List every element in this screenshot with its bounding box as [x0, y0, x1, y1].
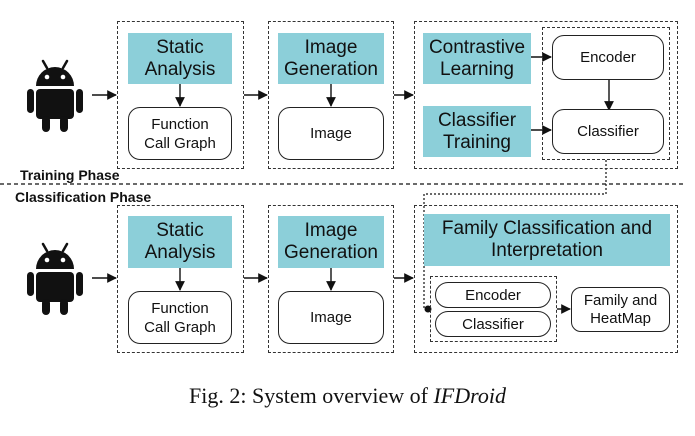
model-transfer-dot: [424, 305, 432, 313]
model-group-train: [542, 27, 670, 160]
static-analysis-group-class: [117, 205, 244, 353]
call-graph-box-train: Function Call Graph: [128, 107, 232, 160]
image-box-train: Image: [278, 107, 384, 160]
classifier-training-box: Classifier Training: [423, 106, 531, 157]
classifier-box-class: Classifier: [435, 311, 551, 337]
encoder-box-train: Encoder: [552, 35, 664, 80]
static-analysis-box-class: Static Analysis: [128, 216, 232, 268]
call-graph-box-class: Function Call Graph: [128, 291, 232, 344]
android-icon: [27, 242, 83, 315]
static-analysis-box-train: Static Analysis: [128, 33, 232, 84]
static-analysis-group-train: [117, 21, 244, 169]
contrastive-learning-box: Contrastive Learning: [423, 33, 531, 84]
family-heatmap-output-box: Family and HeatMap: [571, 287, 670, 332]
classification-phase-label: Classification Phase: [15, 189, 152, 205]
android-icon: [27, 59, 83, 132]
caption-prefix: Fig. 2: System overview of: [189, 383, 434, 408]
training-phase-label: Training Phase: [20, 167, 120, 183]
classifier-box-train: Classifier: [552, 109, 664, 154]
caption-system-name: IFDroid: [433, 383, 506, 408]
image-generation-group-train: [268, 21, 394, 169]
encoder-box-class: Encoder: [435, 282, 551, 308]
image-box-class: Image: [278, 291, 384, 344]
image-generation-box-class: Image Generation: [278, 216, 384, 268]
model-training-group: [414, 21, 678, 169]
image-generation-group-class: [268, 205, 394, 353]
image-generation-box-train: Image Generation: [278, 33, 384, 84]
figure-caption: Fig. 2: System overview of IFDroid: [0, 383, 695, 409]
model-group-class: [430, 276, 557, 342]
family-classification-group: [414, 205, 678, 353]
family-classification-box: Family Classification and Interpretation: [424, 214, 670, 266]
